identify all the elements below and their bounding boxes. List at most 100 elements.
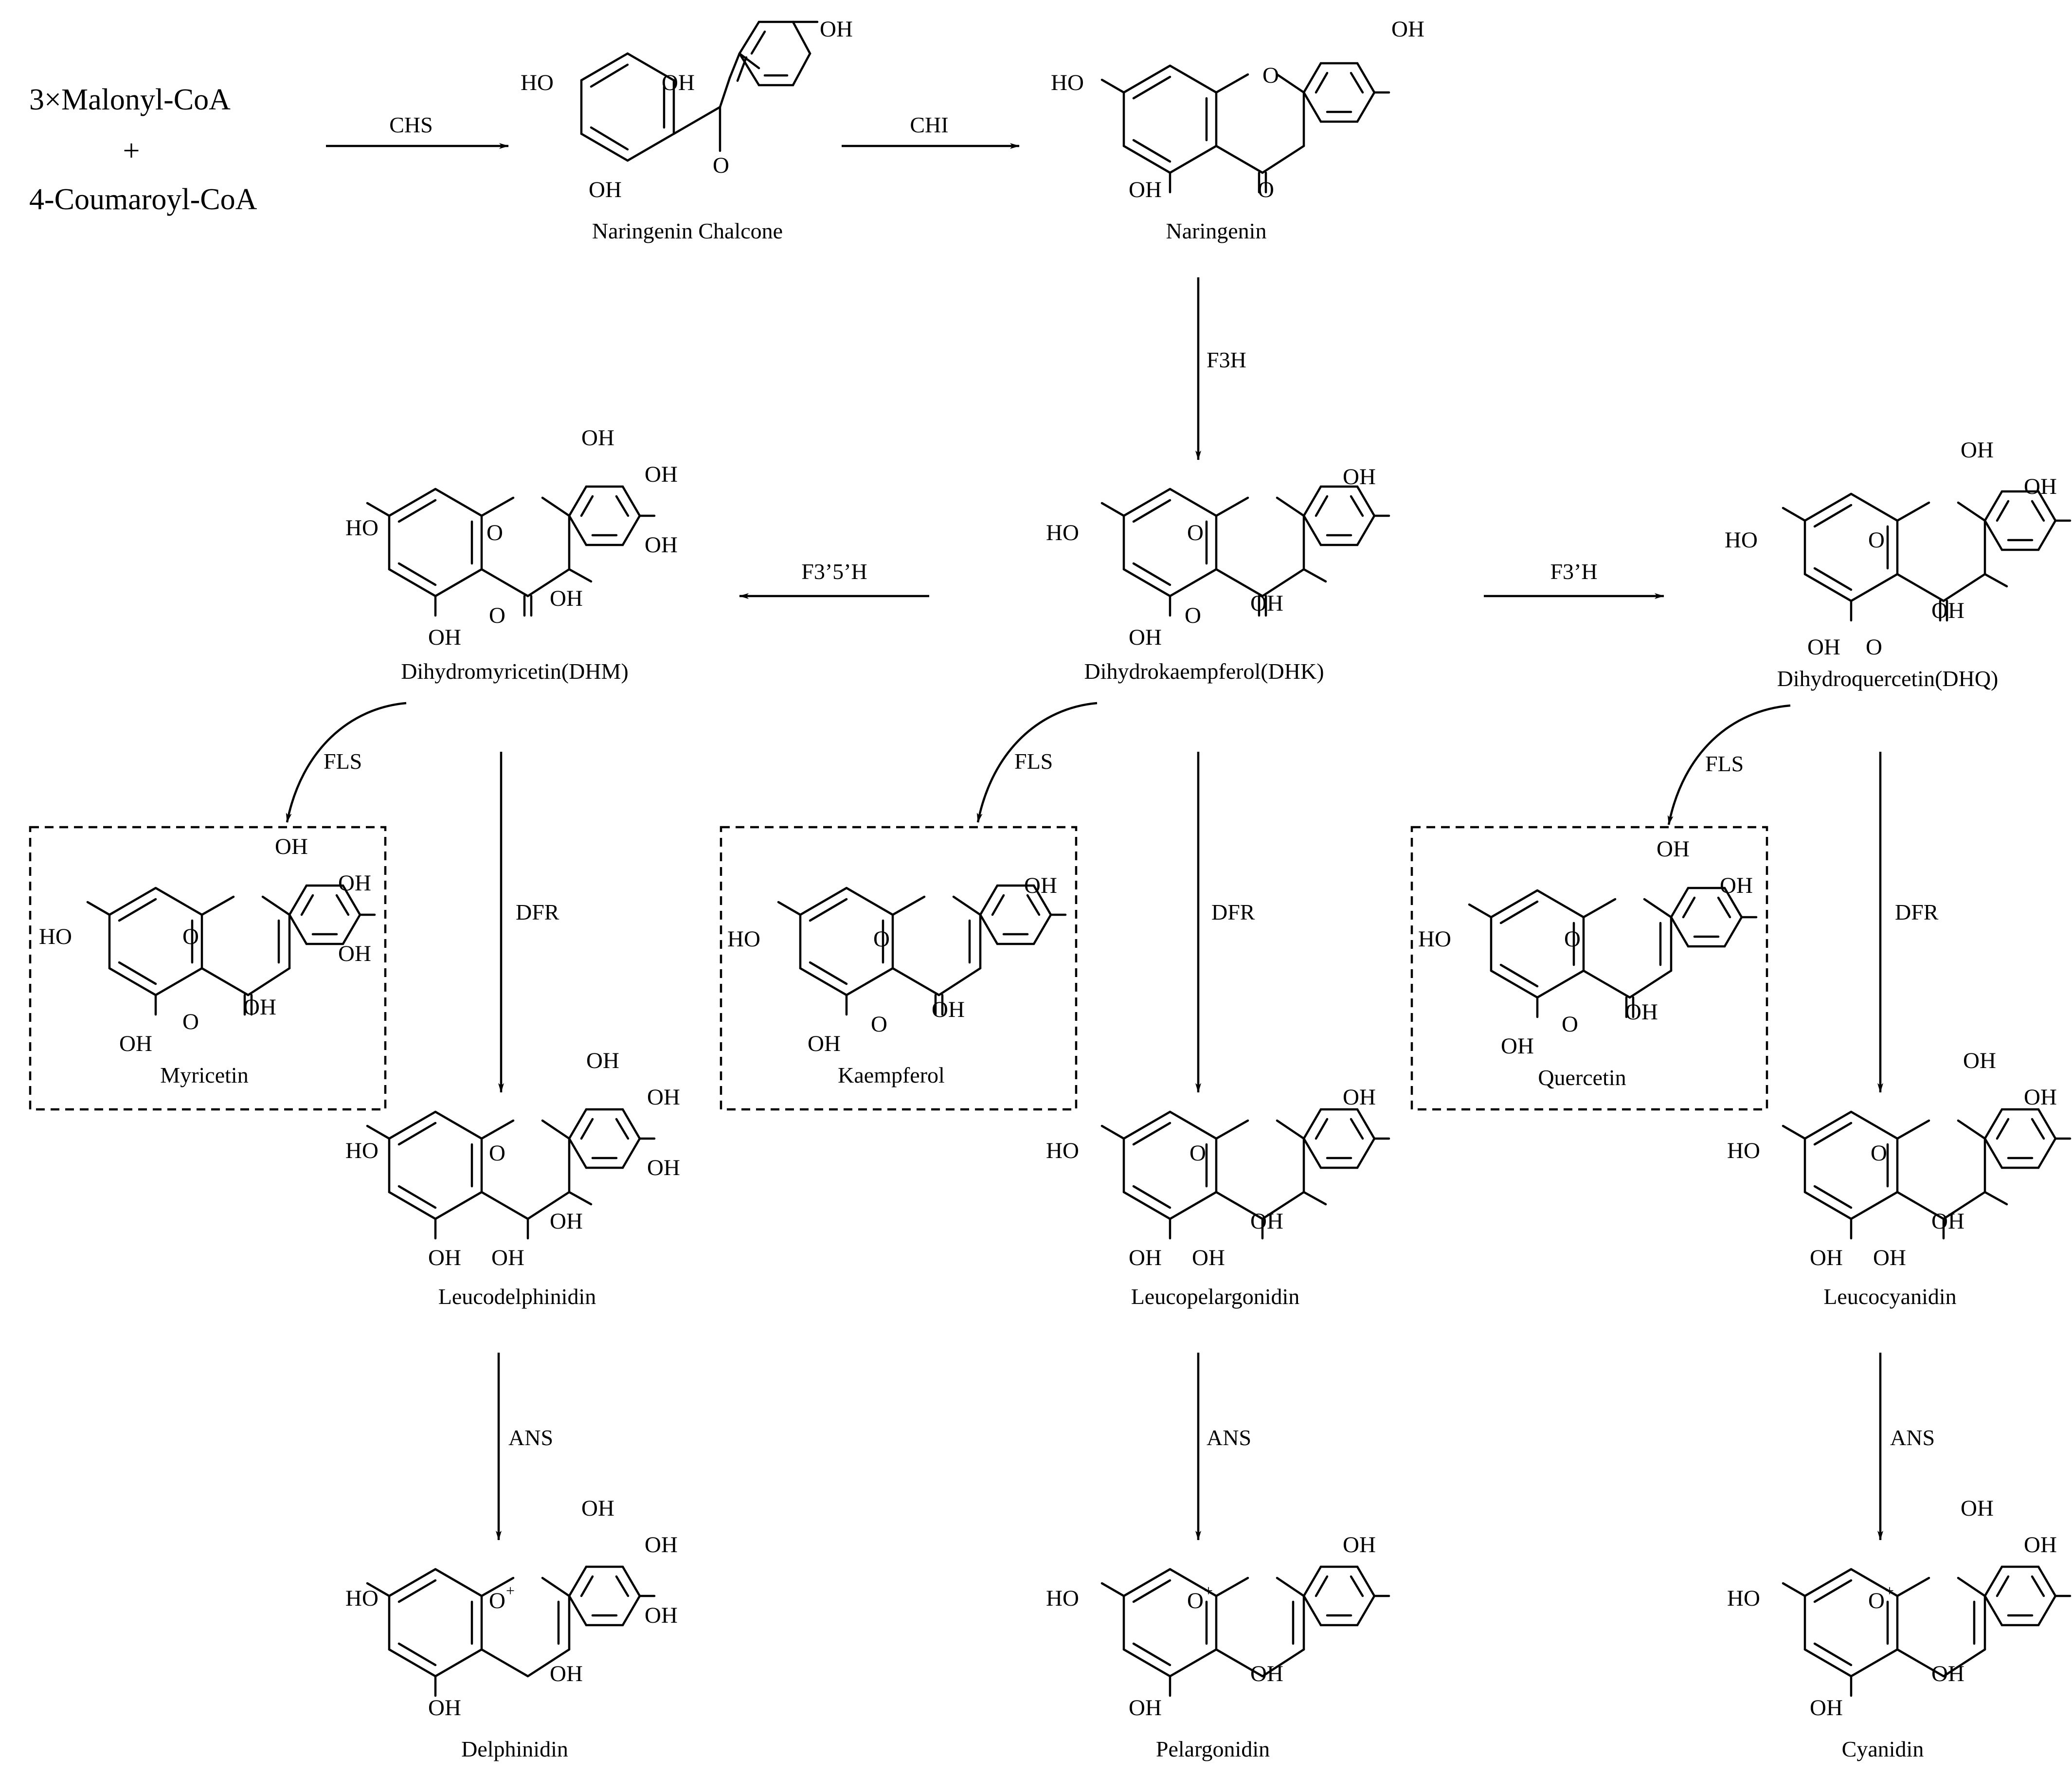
leucocyanidin-oh-4-label: OH bbox=[2024, 1085, 2057, 1110]
fls-arrow-quercetin bbox=[1667, 704, 1791, 825]
dhm-oh-5-label: OH bbox=[645, 532, 678, 558]
dhk-label: Dihydrokaempferol(DHK) bbox=[1084, 659, 1324, 684]
kaempferol-ring-o-label: O bbox=[873, 926, 890, 952]
pelargonidin-label: Pelargonidin bbox=[1156, 1737, 1270, 1761]
naringenin-chalcone-structure bbox=[580, 20, 819, 162]
dhq-oh-c3-label: OH bbox=[1931, 598, 1964, 623]
myricetin-ketone-o-label: O bbox=[182, 1009, 199, 1034]
chi-enzyme-label: CHI bbox=[910, 112, 948, 137]
pelargonidin-ring-o-label: O bbox=[1187, 1588, 1204, 1613]
pelargonidin-ho-label: HO bbox=[1046, 1586, 1079, 1611]
myricetin-box bbox=[29, 826, 387, 1111]
delphinidin-oh-a5-label: OH bbox=[428, 1695, 461, 1721]
pelargonidin-structure bbox=[1102, 1567, 1389, 1696]
dhm-ring-o-label: O bbox=[486, 520, 503, 545]
quercetin-box bbox=[1410, 826, 1768, 1111]
leucocyanidin-oh-c3-label: OH bbox=[1931, 1209, 1964, 1234]
leucocyanidin-oh-5-label: OH bbox=[1810, 1245, 1843, 1270]
leucodelphinidin-ring-o-label: O bbox=[489, 1141, 505, 1166]
quercetin-oh-5-label: OH bbox=[1501, 1033, 1534, 1059]
myricetin-oh-c3-label: OH bbox=[243, 995, 276, 1020]
kaempferol-structure bbox=[778, 886, 1065, 1014]
dfr-label-right: DFR bbox=[1895, 900, 1939, 924]
quercetin-oh-3-label: OH bbox=[1657, 836, 1690, 862]
cyanidin-ho-label: HO bbox=[1727, 1586, 1760, 1611]
myricetin-ring-o-label: O bbox=[182, 924, 199, 949]
f3h-prime-enzyme-label: F3’H bbox=[1550, 559, 1597, 584]
myricetin-label: Myricetin bbox=[160, 1063, 248, 1087]
dfr-label-left: DFR bbox=[516, 900, 559, 924]
cyanidin-structure bbox=[1783, 1567, 2070, 1696]
dhm-oh-4-label: OH bbox=[645, 462, 678, 487]
chalcone-oh-6-label: OH bbox=[589, 177, 622, 202]
leucodelphinidin-oh-c3-label: OH bbox=[550, 1209, 583, 1234]
dhm-oh-c3-label: OH bbox=[550, 586, 583, 611]
kaempferol-oh-5-label: OH bbox=[808, 1031, 841, 1056]
dhq-oh-5-label: OH bbox=[1807, 634, 1840, 660]
naringenin-ho-label: HO bbox=[1051, 70, 1084, 95]
pelargonidin-charge: + bbox=[1204, 1582, 1213, 1599]
dhk-ring-o-label: O bbox=[1187, 520, 1204, 545]
dhq-structure bbox=[1783, 491, 2070, 620]
leucocyanidin-oh-3-label: OH bbox=[1963, 1048, 1996, 1073]
fls-label-left: FLS bbox=[324, 749, 362, 774]
delphinidin-ho-label: HO bbox=[345, 1586, 378, 1611]
delphinidin-ring-o-label: O bbox=[489, 1588, 505, 1613]
naringenin-chalcone-label: Naringenin Chalcone bbox=[592, 218, 783, 243]
dfr-label-middle: DFR bbox=[1211, 900, 1255, 924]
naringenin-oh-5-label: OH bbox=[1129, 177, 1162, 202]
leucodelphinidin-oh-5-label: OH bbox=[647, 1155, 680, 1180]
fls-label-right: FLS bbox=[1705, 751, 1744, 776]
cyanidin-oh-5-label: OH bbox=[1810, 1695, 1843, 1721]
quercetin-label: Quercetin bbox=[1538, 1065, 1626, 1090]
dhk-ho-label: HO bbox=[1046, 520, 1079, 545]
dhq-ring-o-label: O bbox=[1868, 527, 1885, 553]
leucodelphinidin-oh-a5-label: OH bbox=[428, 1245, 461, 1270]
dhm-ho-label: HO bbox=[345, 515, 378, 541]
cyanidin-oh-c3-label: OH bbox=[1931, 1661, 1964, 1686]
naringenin-structure bbox=[1102, 63, 1389, 192]
cyanidin-ring-o-label: O bbox=[1868, 1588, 1885, 1613]
fls-label-middle: FLS bbox=[1014, 749, 1053, 774]
fls-arrow-myricetin bbox=[286, 702, 407, 823]
delphinidin-oh-c3-label: OH bbox=[550, 1661, 583, 1686]
pelargonidin-oh-3-label: OH bbox=[1250, 1661, 1283, 1686]
ans-label-left: ANS bbox=[508, 1425, 553, 1450]
cyanidin-label: Cyanidin bbox=[1842, 1737, 1924, 1761]
chalcone-ketone-o-label: O bbox=[713, 153, 729, 178]
dhk-structure bbox=[1102, 487, 1389, 616]
dhq-ketone-o-label: O bbox=[1866, 634, 1882, 660]
dhq-oh-4-label: OH bbox=[2024, 474, 2057, 499]
dhk-oh-4-label: OH bbox=[1343, 464, 1376, 489]
chalcone-ho-label: HO bbox=[521, 70, 554, 95]
myricetin-ho-label: HO bbox=[39, 924, 72, 949]
leucocyanidin-oh-c4-label: OH bbox=[1873, 1245, 1906, 1270]
cyanidin-oh-3-label: OH bbox=[1961, 1496, 1994, 1521]
coumaroyl-coa-label: 4-Coumaroyl-CoA bbox=[29, 183, 257, 216]
quercetin-oh-4-label: OH bbox=[1720, 873, 1753, 898]
plus-sign: + bbox=[123, 134, 140, 167]
leucopelargonidin-oh-4-label: OH bbox=[1343, 1085, 1376, 1110]
leucopelargonidin-ho-label: HO bbox=[1046, 1138, 1079, 1163]
pelargonidin-oh-4-label: OH bbox=[1343, 1532, 1376, 1558]
kaempferol-oh-4-label: OH bbox=[1024, 873, 1057, 898]
ans-label-middle: ANS bbox=[1207, 1425, 1251, 1450]
myricetin-oh-4-label: OH bbox=[338, 870, 371, 896]
dhm-structure bbox=[367, 487, 654, 616]
fls-arrow-kaempferol bbox=[976, 702, 1098, 823]
dhq-oh-3-label: OH bbox=[1961, 437, 1994, 463]
ans-label-right: ANS bbox=[1890, 1425, 1935, 1450]
naringenin-oh-4-label: OH bbox=[1391, 17, 1424, 42]
dhk-ketone-o-label: O bbox=[1185, 603, 1201, 628]
quercetin-oh-c3-label: OH bbox=[1625, 999, 1658, 1025]
kaempferol-box bbox=[720, 826, 1078, 1111]
f3h-enzyme-label: F3H bbox=[1207, 347, 1246, 372]
leucopelargonidin-oh-c3-label: OH bbox=[1250, 1209, 1283, 1234]
myricetin-structure bbox=[88, 886, 375, 1014]
myricetin-oh-5-label: OH bbox=[338, 941, 371, 966]
kaempferol-ketone-o-label: O bbox=[871, 1012, 887, 1037]
quercetin-structure bbox=[1469, 888, 1756, 1017]
dhm-oh-a5-label: OH bbox=[428, 625, 461, 650]
delphinidin-oh-3-label: OH bbox=[581, 1496, 614, 1521]
cyanidin-oh-4-label: OH bbox=[2024, 1532, 2057, 1558]
